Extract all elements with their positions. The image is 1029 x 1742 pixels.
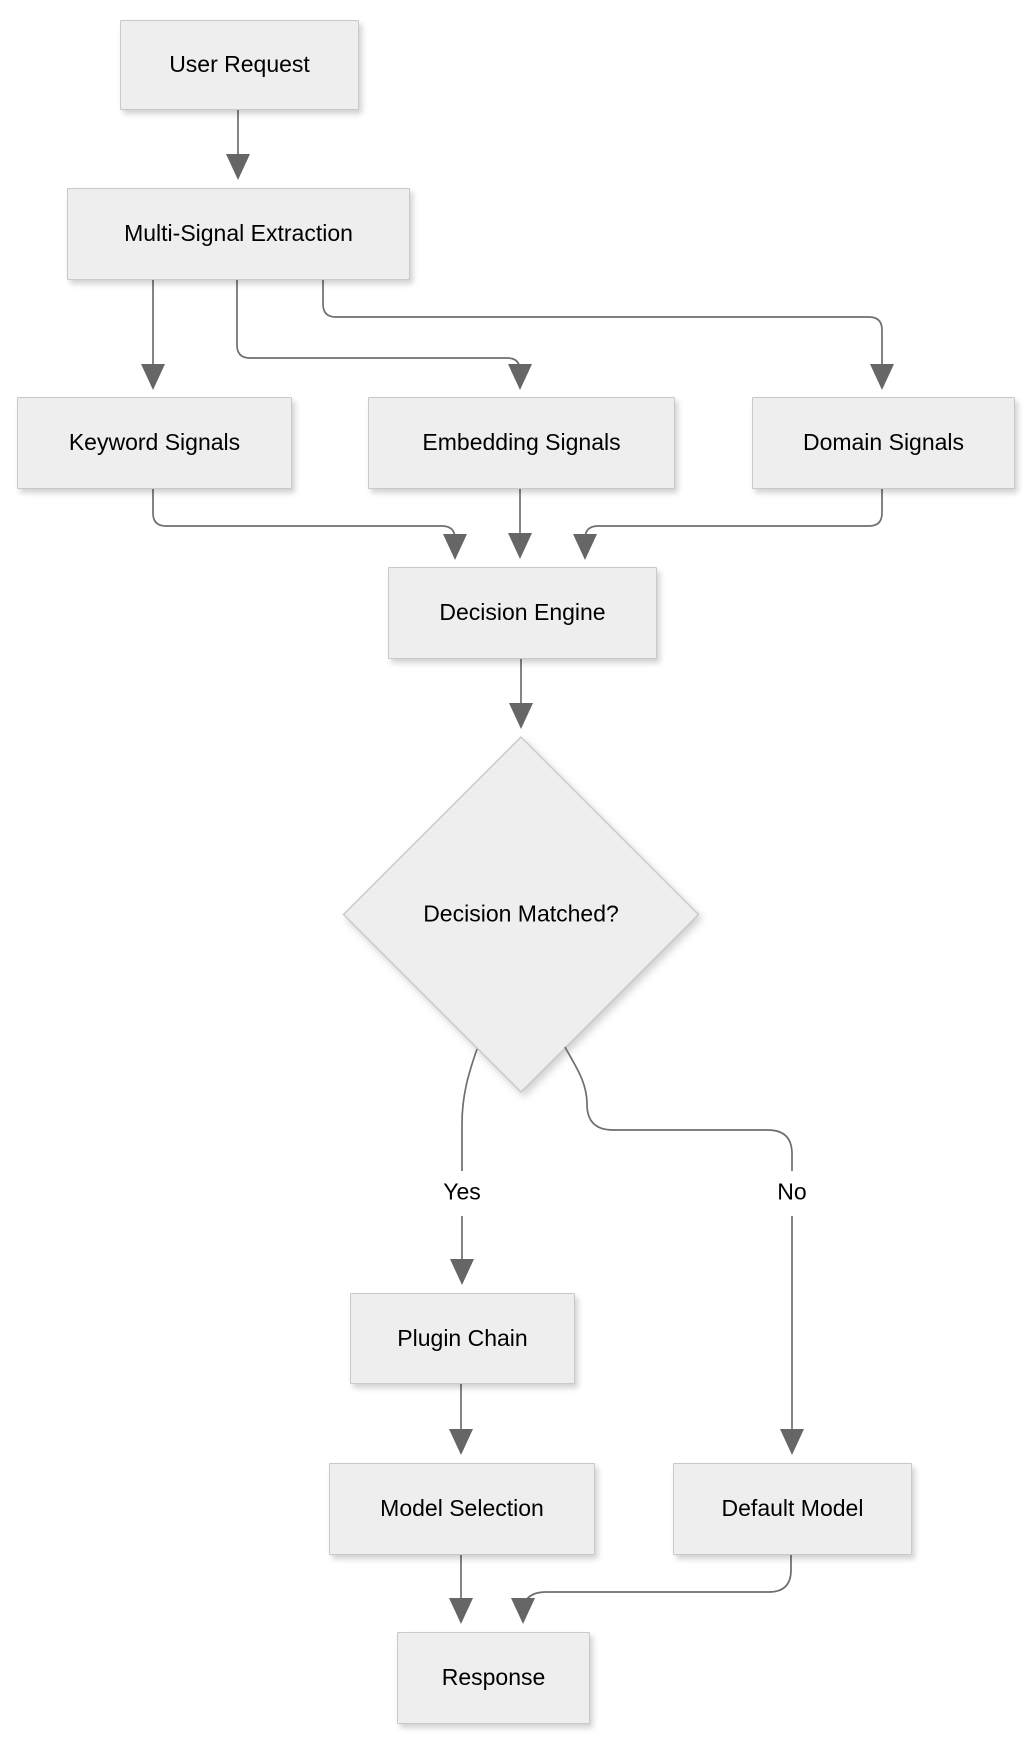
node-model-selection: Model Selection bbox=[329, 1463, 595, 1555]
node-multi-signal-extraction: Multi-Signal Extraction bbox=[67, 188, 410, 280]
edge-multi-signal-extraction-to-domain-signals bbox=[322, 278, 894, 390]
edge-label-yes: Yes bbox=[438, 1176, 486, 1208]
node-plugin-chain: Plugin Chain bbox=[350, 1293, 575, 1384]
node-user-request: User Request bbox=[120, 20, 359, 110]
node-decision-engine: Decision Engine bbox=[388, 567, 657, 659]
edge-keyword-signals-to-decision-engine bbox=[152, 487, 467, 560]
node-response: Response bbox=[397, 1632, 590, 1724]
edge-decision-matched-no-upper bbox=[564, 1046, 793, 1171]
node-domain-signals: Domain Signals bbox=[752, 397, 1015, 489]
edge-multi-signal-extraction-to-embedding-signals bbox=[236, 278, 532, 390]
node-embedding-signals: Embedding Signals bbox=[368, 397, 675, 489]
edge-decision-matched-yes-upper bbox=[461, 1048, 478, 1171]
edge-default-model-to-response bbox=[511, 1553, 792, 1624]
edge-domain-signals-to-decision-engine bbox=[573, 487, 883, 560]
node-keyword-signals: Keyword Signals bbox=[17, 397, 292, 489]
decision-matched-diamond bbox=[342, 736, 700, 1093]
edge-label-no: No bbox=[772, 1176, 812, 1208]
node-default-model: Default Model bbox=[673, 1463, 912, 1555]
node-decision-matched-label: Decision Matched? bbox=[423, 900, 619, 927]
